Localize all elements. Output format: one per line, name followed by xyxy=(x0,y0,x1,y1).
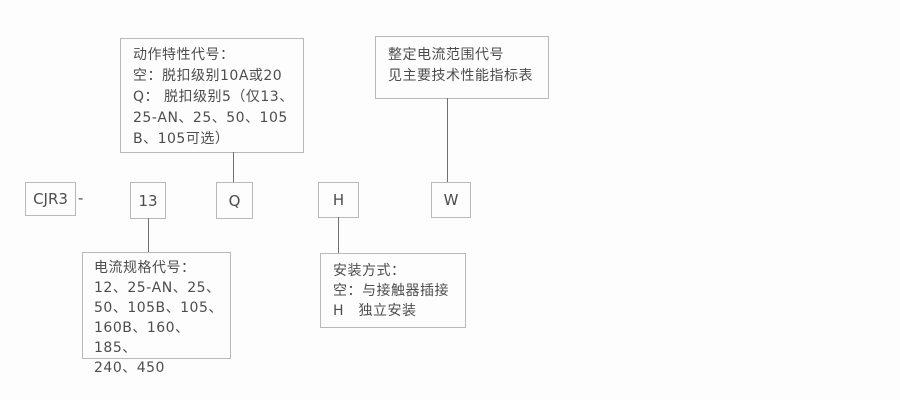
connector-range-to-w-box xyxy=(447,98,448,182)
connector-action-to-q-box xyxy=(233,152,234,182)
code-box-current-spec: 13 xyxy=(130,182,166,219)
code-box-setting-range: W xyxy=(431,182,471,218)
model-code-dash-separator: - xyxy=(78,189,84,207)
callout-action-characteristic-code: 动作特性代号： 空：脱扣级别10A或20 Q： 脱扣级别5（仅13、 25-AN… xyxy=(120,38,304,153)
connector-h-box-to-mounting xyxy=(338,217,339,253)
code-box-action-characteristic: Q xyxy=(216,182,253,219)
connector-13-box-to-current-spec xyxy=(148,218,149,252)
callout-current-spec-code: 电流规格代号： 12、25-AN、25、 50、105B、105、 160B、1… xyxy=(82,252,231,376)
callout-mounting-method: 安装方式： 空：与接触器插接 H 独立安装 xyxy=(320,253,466,328)
code-box-mounting: H xyxy=(318,182,359,218)
callout-setting-current-range-code: 整定电流范围代号 见主要技术性能指标表 xyxy=(375,36,549,99)
code-box-model-prefix: CJR3 xyxy=(25,182,76,216)
